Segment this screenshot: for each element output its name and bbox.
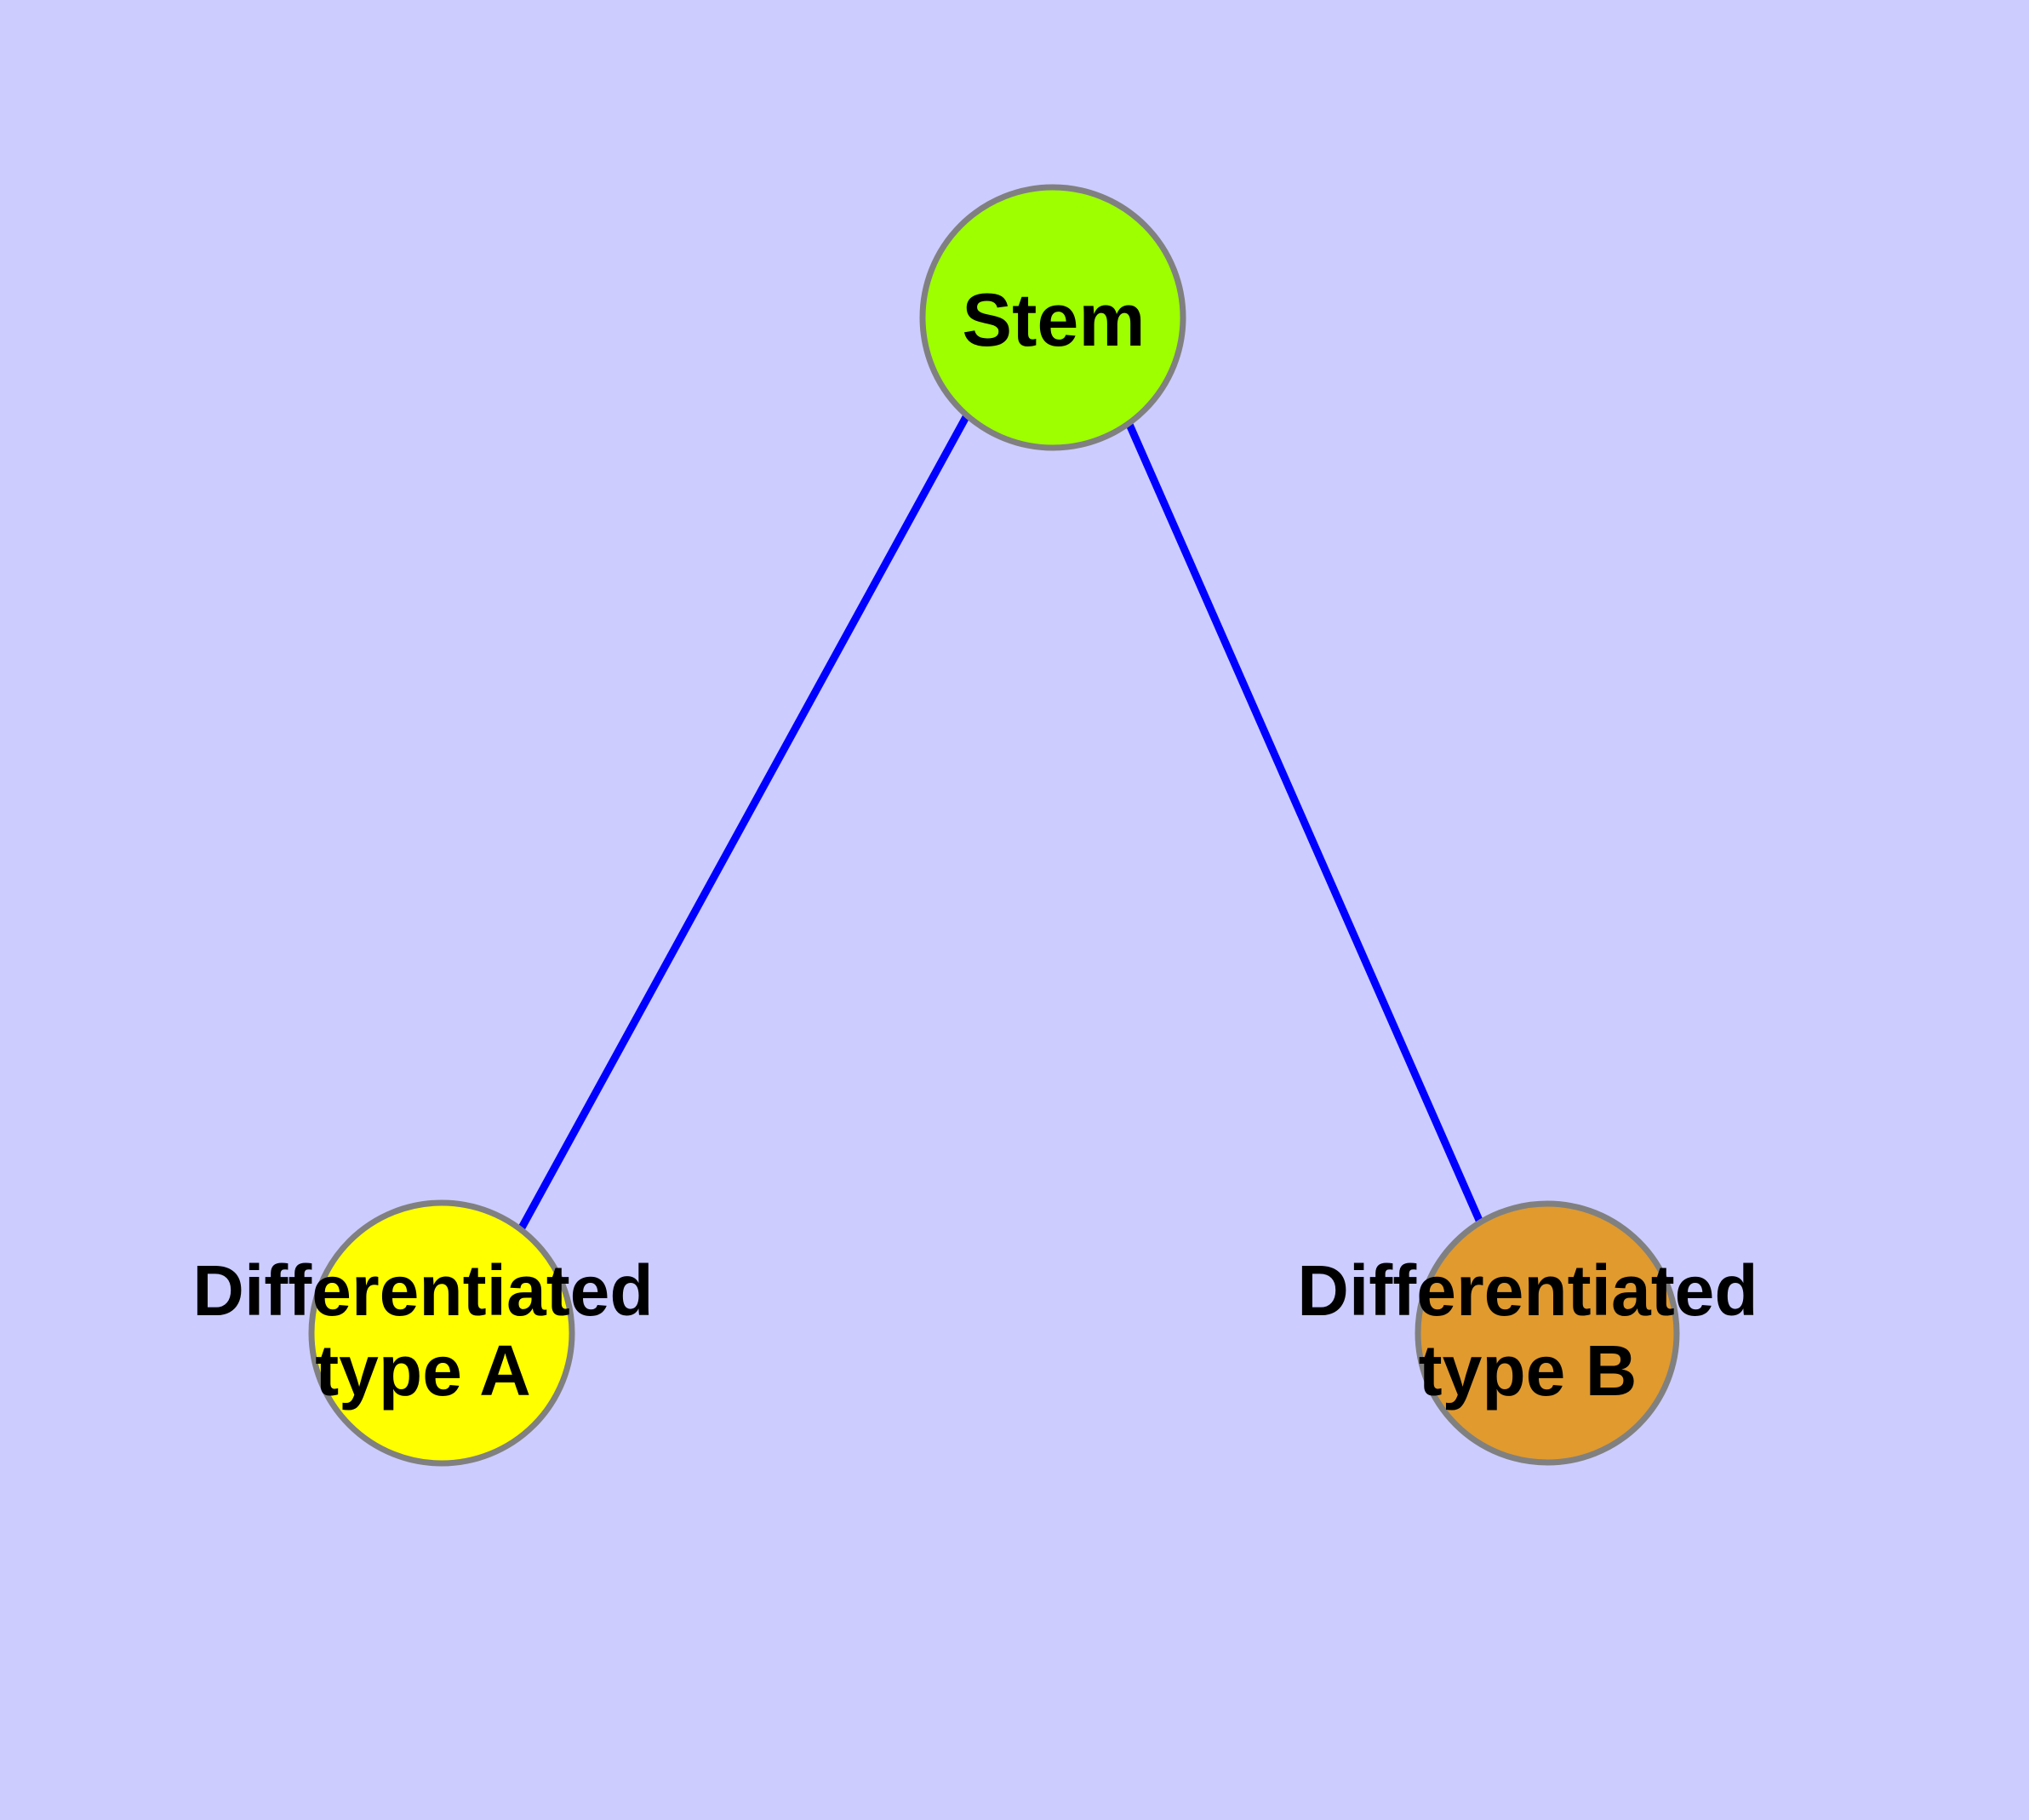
node-label-line-2: type A (315, 1331, 531, 1411)
edges-layer (517, 405, 1485, 1232)
graph-node-diff-b[interactable] (1415, 1200, 1680, 1466)
node-label-line-1: Stem (962, 278, 1145, 362)
graph-edge-stem-to-diff-b (1117, 405, 1485, 1226)
nodes-layer (308, 184, 1680, 1467)
node-label-line-1: Differentiated (192, 1251, 653, 1331)
graph-node-diff-a[interactable] (308, 1199, 575, 1467)
node-label-stem: Stem (962, 278, 1145, 362)
node-label-line-1: Differentiated (1297, 1251, 1758, 1331)
node-label-line-2: type B (1419, 1331, 1637, 1411)
graph-node-stem[interactable] (919, 184, 1186, 451)
graph-edge-stem-to-diff-a (517, 413, 970, 1232)
